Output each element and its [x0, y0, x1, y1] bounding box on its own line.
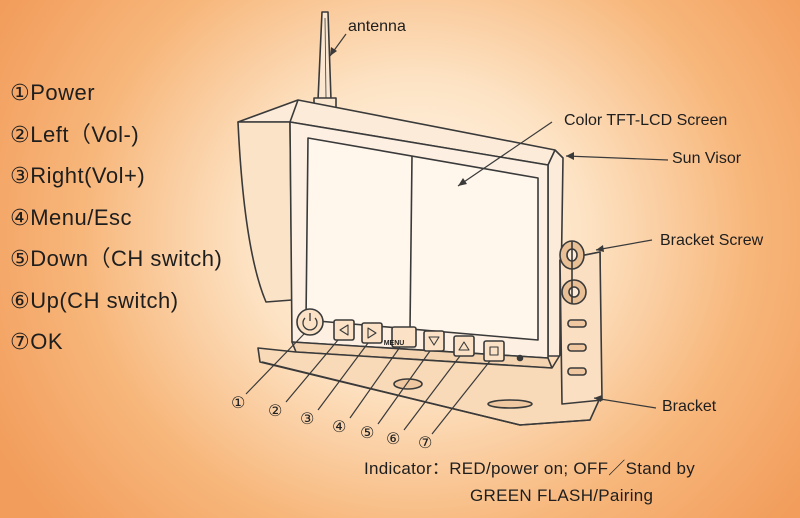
right-button[interactable] [361, 322, 383, 344]
indicator-description-line1: Indicator：RED/power on; OFF／Stand by [364, 459, 696, 478]
power-button[interactable] [296, 308, 324, 336]
callout-screen: Color TFT-LCD Screen [564, 112, 728, 129]
bracket-screw [559, 240, 587, 305]
lcd-screen [305, 137, 539, 341]
callout-bracket: Bracket [662, 398, 717, 415]
button-numbers: ① ② ③ ④ ⑤ ⑥ ⑦ [231, 393, 432, 452]
legend-item-down: ⑤Down（CH switch) [10, 246, 223, 271]
number-1: ① [231, 393, 245, 412]
legend-item-menu: ④Menu/Esc [10, 204, 133, 230]
menu-button-label: MENU [384, 340, 405, 347]
callout-bracket-screw: Bracket Screw [660, 232, 764, 249]
legend-item-power: ①Power [10, 80, 96, 105]
callout-antenna: antenna [348, 18, 406, 35]
ok-button[interactable] [483, 340, 505, 362]
number-7: ⑦ [418, 433, 432, 452]
down-button[interactable] [423, 330, 445, 352]
button-leader-lines [245, 333, 491, 435]
left-button[interactable] [333, 319, 355, 341]
menu-button[interactable] [391, 326, 417, 348]
legend-item-right: ③Right(Vol+) [10, 163, 146, 188]
callout-arrowheads [330, 47, 604, 402]
number-6: ⑥ [386, 429, 400, 448]
legend-item-ok: ⑦OK [10, 329, 64, 354]
number-4: ④ [332, 417, 346, 436]
number-2: ② [268, 401, 282, 420]
callout-sun-visor: Sun Visor [672, 150, 742, 167]
up-button[interactable] [453, 335, 475, 357]
indicator-led [516, 354, 524, 362]
antenna [313, 11, 337, 109]
legend-item-up: ⑥Up(CH switch) [10, 287, 179, 313]
number-3: ③ [300, 409, 314, 428]
button-legend: ①Power ②Left（Vol-) ③Right(Vol+) ④Menu/Es… [10, 72, 222, 363]
indicator-description-line2: GREEN FLASH/Pairing [470, 486, 654, 505]
number-5: ⑤ [360, 423, 374, 442]
legend-item-left: ②Left（Vol-) [10, 121, 140, 147]
